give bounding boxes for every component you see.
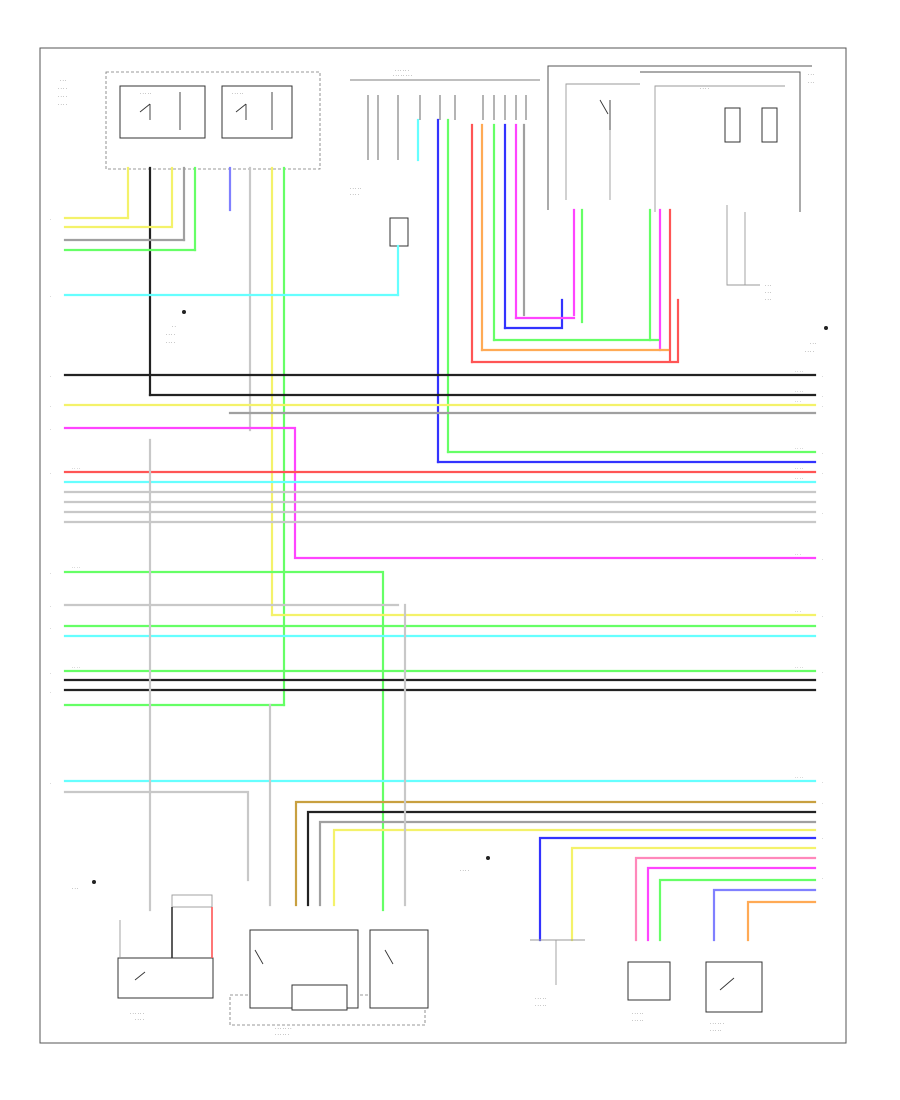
upper-return-wires xyxy=(470,298,680,364)
svg-text:· · · ·: · · · · xyxy=(795,467,803,471)
bottom-components: · · · · · · · · · · · · · · · · · · · · … xyxy=(117,894,763,1037)
svg-text:·: · xyxy=(822,558,823,562)
svg-text:·: · xyxy=(822,395,823,399)
svg-text:·: · xyxy=(50,375,51,379)
relay-block: · · · · · · · · · · · · · · · · · · · · … xyxy=(58,71,321,170)
svg-text:·: · xyxy=(822,472,823,476)
svg-text:· · ·: · · · xyxy=(808,72,814,77)
horizontal-wires xyxy=(63,216,817,912)
svg-text:· · · · · ·: · · · · · · xyxy=(130,1011,144,1016)
svg-text:· · ·: · · · xyxy=(765,297,771,302)
svg-text:·: · xyxy=(50,472,51,476)
svg-text:·: · xyxy=(822,452,823,456)
svg-text:· · · · · ·: · · · · · · xyxy=(710,1021,724,1026)
svg-text:· · ·: · · · xyxy=(808,80,814,85)
svg-text:· · · · · ·: · · · · · · xyxy=(395,68,409,73)
wire-tags-right: · · · · · · · · · · · · · · · · · · · · … xyxy=(795,370,823,881)
svg-text:· · · ·: · · · · xyxy=(795,390,803,394)
svg-text:·: · xyxy=(822,877,823,881)
wire-tags-left: · · · · · · · · · · · · · · · · · · · · … xyxy=(50,218,80,786)
sensor-icon: · · · · · · · · · · · · · · · · · · · · … xyxy=(530,939,763,1033)
svg-text:· · ·: · · · xyxy=(60,78,66,83)
svg-text:· · ·: · · · xyxy=(810,341,816,346)
svg-text:· · · ·: · · · · xyxy=(795,370,803,374)
svg-text:· · · ·: · · · · xyxy=(795,477,803,481)
svg-text:·: · xyxy=(822,671,823,675)
svg-text:·: · xyxy=(822,375,823,379)
svg-text:·: · xyxy=(822,405,823,409)
svg-text:· · · ·: · · · · xyxy=(58,102,67,107)
ground-icon: · · · · · · · · · · · · · · · · · · · · … xyxy=(72,310,828,891)
center-connector: · · · · · · · · · · · · · · · · · · · · … xyxy=(350,68,540,247)
svg-text:· · · ·: · · · · xyxy=(72,467,80,471)
svg-text:· · · · ·: · · · · · xyxy=(140,91,151,96)
svg-text:· · ·: · · · xyxy=(72,886,78,891)
svg-text:· · · ·: · · · · xyxy=(166,332,175,337)
svg-text:· · · ·: · · · · xyxy=(700,86,709,91)
svg-text:· · · · · ·: · · · · · · xyxy=(275,1032,289,1037)
svg-text:· ·: · · xyxy=(172,324,176,329)
svg-text:· · ·: · · · xyxy=(765,283,771,288)
svg-text:·: · xyxy=(50,672,51,676)
svg-text:· · · · ·: · · · · · xyxy=(535,996,546,1001)
svg-text:·: · xyxy=(50,572,51,576)
svg-text:·: · xyxy=(50,295,51,299)
svg-text:· · · ·: · · · · xyxy=(350,192,359,197)
svg-text:·: · xyxy=(50,782,51,786)
svg-text:· · · ·: · · · · xyxy=(166,340,175,345)
svg-text:· · · ·: · · · · xyxy=(795,447,803,451)
svg-text:·: · xyxy=(50,605,51,609)
svg-text:·: · xyxy=(50,428,51,432)
svg-text:· · · ·: · · · · xyxy=(805,349,814,354)
svg-text:· · · ·: · · · · xyxy=(795,666,803,670)
svg-text:·: · xyxy=(822,781,823,785)
svg-text:· · ·: · · · xyxy=(765,290,771,295)
svg-text:·: · xyxy=(50,218,51,222)
lower-wires xyxy=(148,438,817,942)
svg-text:· · · · ·: · · · · · xyxy=(632,1018,643,1023)
svg-text:· · · ·: · · · · xyxy=(58,86,67,91)
svg-text:· · · · ·: · · · · · xyxy=(535,1003,546,1008)
svg-text:·: · xyxy=(50,627,51,631)
svg-text:·: · xyxy=(50,405,51,409)
svg-text:· · · ·: · · · · xyxy=(72,666,80,670)
svg-text:· · ·: · · · xyxy=(795,400,801,404)
svg-text:· · · · · · ·: · · · · · · · xyxy=(275,1026,292,1031)
svg-text:· · · · ·: · · · · · xyxy=(232,91,243,96)
switch-icon: · · · · · · · · · · xyxy=(117,894,214,1022)
svg-text:· · · ·: · · · · xyxy=(72,566,80,570)
svg-text:· · · · ·: · · · · · xyxy=(350,186,361,191)
svg-text:· · · · · · · ·: · · · · · · · · xyxy=(393,73,412,78)
svg-text:· · ·: · · · xyxy=(795,553,801,557)
svg-text:· · · ·: · · · · xyxy=(460,868,469,873)
svg-text:·: · xyxy=(822,512,823,516)
svg-text:· · ·: · · · xyxy=(795,610,801,614)
right-relay-frame: · · · · · · · · · · · · · · · · · · · xyxy=(547,65,814,302)
svg-text:· · · ·: · · · · xyxy=(58,94,67,99)
svg-text:· · · · ·: · · · · · xyxy=(710,1028,721,1033)
svg-text:·: · xyxy=(822,615,823,619)
connector-icon: · · · · · · · · · · · · · xyxy=(229,929,429,1037)
svg-text:·: · xyxy=(822,802,823,806)
svg-text:· · · · ·: · · · · · xyxy=(632,1011,643,1016)
svg-text:· · · ·: · · · · xyxy=(795,776,803,780)
page-frame xyxy=(39,47,847,1044)
svg-text:·: · xyxy=(822,837,823,841)
svg-text:·: · xyxy=(50,691,51,695)
svg-text:· · · ·: · · · · xyxy=(135,1017,144,1022)
